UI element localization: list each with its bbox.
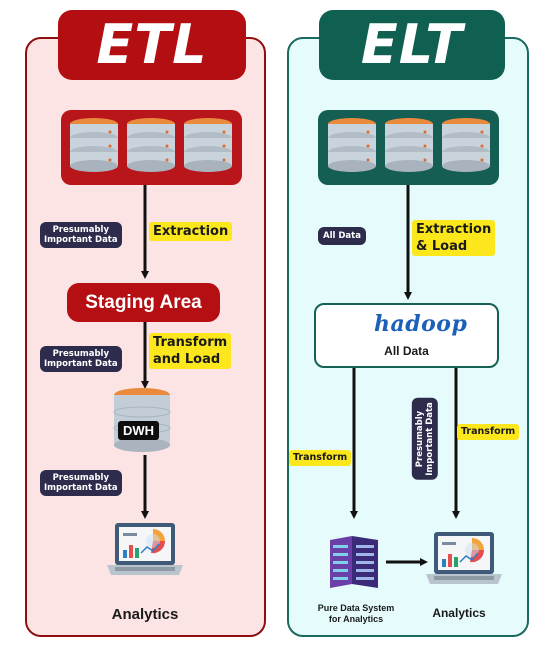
database-icon <box>442 118 490 172</box>
etl-title: ETL <box>58 10 246 80</box>
analytics-laptop-icon <box>106 522 184 576</box>
database-icon <box>184 118 232 172</box>
dwh-database-icon <box>113 388 171 452</box>
database-icon <box>328 118 376 172</box>
extraction-label: Extraction <box>149 222 233 241</box>
hadoop-box: hadoop All Data <box>314 303 499 368</box>
elt-analytics-label: Analytics <box>432 606 486 620</box>
dwh-label: DWH <box>118 421 160 440</box>
staging-area-box: Staging Area <box>67 283 220 322</box>
transform-left-label: Transform <box>289 450 352 466</box>
analytics-laptop-icon <box>425 531 503 585</box>
database-icon <box>70 118 118 172</box>
transform-right-label: Transform <box>457 424 520 440</box>
all-data-badge: All Data <box>318 227 366 245</box>
database-icon <box>127 118 175 172</box>
hadoop-logo: hadoop <box>374 311 468 337</box>
hadoop-all-data-label: All Data <box>384 344 429 358</box>
database-icon <box>385 118 433 172</box>
extraction-load-label: Extraction& Load <box>412 220 496 256</box>
elt-title: ELT <box>319 10 505 80</box>
server-rack-icon <box>330 536 378 588</box>
etl-analytics-label: Analytics <box>111 606 179 623</box>
